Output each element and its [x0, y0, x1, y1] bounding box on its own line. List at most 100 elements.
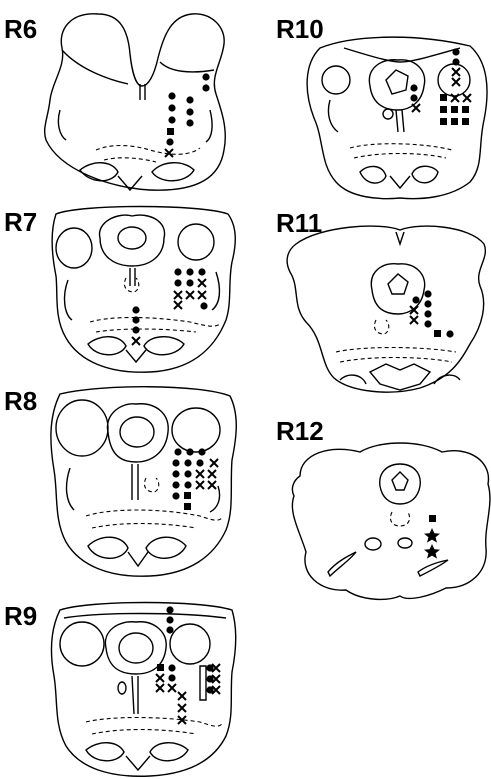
dashed-fiber-region: [104, 158, 156, 162]
filled-circle-marker: [186, 448, 193, 455]
ventral-structure: [128, 552, 148, 566]
x-cross-marker: [178, 692, 186, 700]
round-nucleus: [178, 224, 214, 260]
star-marker: [424, 544, 440, 559]
ventricle-outline: [100, 215, 165, 266]
dashed-fiber-region: [354, 154, 446, 159]
filled-circle-marker: [410, 94, 417, 101]
section-r10: R10: [276, 14, 487, 199]
filled-circle-marker: [424, 290, 431, 297]
section-r6: R6: [4, 14, 225, 190]
section-label: R8: [4, 386, 37, 416]
filled-circle-marker: [168, 104, 175, 111]
section-inner-contour: [64, 614, 226, 619]
x-cross-marker: [174, 291, 182, 299]
filled-square-marker: [184, 503, 191, 510]
ventral-structure: [146, 537, 186, 558]
filled-circle-marker: [172, 470, 179, 477]
filled-circle-marker: [174, 268, 181, 275]
filled-circle-marker: [186, 108, 193, 115]
filled-square-marker: [462, 106, 469, 113]
filled-circle-marker: [174, 279, 181, 286]
section-label: R7: [4, 207, 37, 237]
filled-circle-marker: [168, 116, 175, 123]
ventral-structure: [370, 364, 430, 390]
filled-square-marker: [157, 664, 164, 671]
x-cross-marker: [168, 684, 176, 692]
round-nucleus: [172, 408, 220, 452]
ventral-structure: [150, 743, 188, 761]
small-structure: [365, 538, 381, 550]
x-cross-marker: [410, 316, 418, 324]
x-cross-marker: [198, 291, 206, 299]
filled-square-marker: [434, 330, 441, 337]
x-cross-marker: [198, 279, 206, 287]
x-cross-marker: [451, 94, 459, 102]
ventricle-lumen: [386, 70, 408, 94]
dashed-fiber-region: [390, 512, 409, 526]
lateral-structure: [67, 468, 74, 510]
marker-group: [410, 290, 454, 337]
filled-square-marker: [451, 118, 458, 125]
x-cross-marker: [174, 301, 182, 309]
filled-circle-marker: [168, 674, 175, 681]
round-nucleus: [56, 228, 92, 268]
filled-circle-marker: [452, 58, 459, 65]
filled-circle-marker: [184, 459, 191, 466]
filled-circle-marker: [186, 279, 193, 286]
marker-group: [165, 73, 210, 157]
lateral-structure: [212, 272, 219, 310]
filled-circle-marker: [166, 616, 173, 623]
ventral-structure: [360, 166, 386, 183]
filled-square-marker: [167, 128, 174, 135]
filled-circle-marker: [184, 470, 191, 477]
round-nucleus: [170, 624, 210, 664]
filled-circle-marker: [198, 268, 205, 275]
ventral-structure: [126, 350, 146, 362]
filled-circle-marker: [132, 306, 139, 313]
marker-group: [424, 515, 440, 559]
filled-circle-marker: [168, 92, 175, 99]
midline-structure: [132, 676, 138, 714]
round-nucleus: [322, 66, 350, 94]
filled-circle-marker: [172, 459, 179, 466]
filled-circle-marker: [424, 320, 431, 327]
x-cross-marker: [210, 459, 218, 467]
x-cross-marker: [186, 291, 194, 299]
filled-square-marker: [440, 106, 447, 113]
lateral-structure: [58, 110, 66, 140]
round-nucleus: [60, 622, 104, 666]
filled-circle-marker: [198, 448, 205, 455]
filled-circle-marker: [132, 316, 139, 323]
dashed-fiber-region: [350, 144, 452, 150]
ventral-structure: [340, 375, 366, 384]
x-cross-marker: [178, 704, 186, 712]
ventricle-lumen: [119, 633, 153, 663]
filled-circle-marker: [186, 268, 193, 275]
filled-square-marker: [184, 492, 191, 499]
ventral-structure: [144, 337, 184, 355]
dashed-fiber-region: [96, 329, 196, 332]
filled-circle-marker: [196, 459, 203, 466]
x-cross-marker: [452, 78, 460, 86]
filled-square-marker: [440, 94, 447, 101]
ventral-structure: [390, 176, 410, 188]
midline-structure: [132, 464, 138, 500]
ventricle-lumen: [388, 274, 408, 294]
x-cross-marker: [196, 470, 204, 478]
filled-square-marker: [440, 118, 447, 125]
ventral-structure: [412, 166, 438, 183]
filled-square-marker: [451, 106, 458, 113]
dashed-fiber-region: [86, 510, 222, 520]
lateral-structure: [206, 110, 212, 142]
ventricle-lumen: [392, 472, 408, 490]
filled-circle-marker: [446, 330, 453, 337]
x-cross-marker: [156, 674, 164, 682]
filled-circle-marker: [452, 48, 459, 55]
dashed-fiber-region: [374, 320, 388, 334]
section-label: R10: [276, 14, 324, 44]
filled-circle-marker: [168, 664, 175, 671]
filled-circle-marker: [410, 84, 417, 91]
ventral-structure: [152, 163, 194, 181]
